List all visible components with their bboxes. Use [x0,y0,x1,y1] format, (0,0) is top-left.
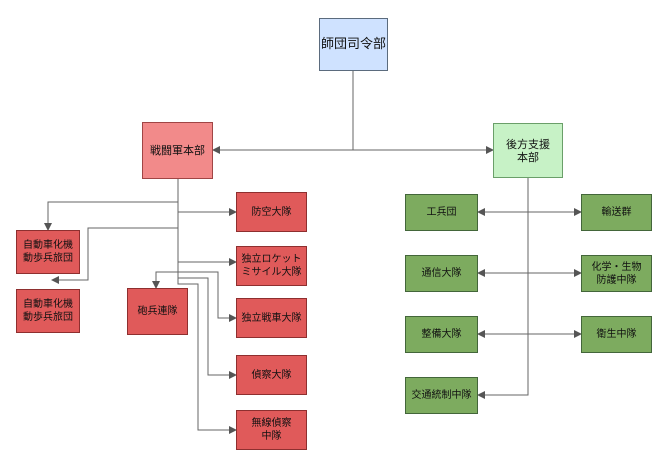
node-mech-inf-brigade-1: 自動車化機 動歩兵旅団 [16,230,80,274]
node-mech-inf-brigade-2: 自動車化機 動歩兵旅団 [16,289,80,333]
node-tank-battalion: 独立戦車大隊 [236,298,307,338]
node-artillery-regiment: 砲兵連隊 [127,288,188,335]
node-recon-battalion: 偵察大隊 [236,355,307,395]
connector-combat-to-missile [177,228,237,266]
node-medical-company: 衛生中隊 [581,316,652,353]
connector-combat-trunk [44,179,179,231]
node-radio-recon-company: 無線偵察 中隊 [236,410,307,450]
node-combat-hq: 戦闘軍本部 [142,122,213,179]
node-maintenance-battalion: 整備大隊 [405,316,478,353]
connector-combat-to-airdef [177,202,237,216]
connector-combat-to-radio-recon [177,278,237,434]
node-air-defense-battalion: 防空大隊 [236,192,307,232]
node-cbrn-company: 化学・生物 防護中隊 [581,255,652,292]
connector-combat-to-mech2 [51,212,179,284]
node-transport-group: 輸送群 [581,194,652,231]
connector-support-trunk [477,178,529,399]
node-division-hq: 師団司令部 [319,18,388,71]
connector-combat-to-artillery [152,262,179,289]
node-rocket-missile-battalion: 独立ロケット ミサイル大隊 [236,246,307,286]
connector-combat-to-tank [178,271,237,322]
node-engineer-group: 工兵団 [405,194,478,231]
node-traffic-control-company: 交通統制中隊 [405,377,478,414]
node-signal-battalion: 通信大隊 [405,255,478,292]
node-support-hq: 後方支援 本部 [493,123,563,178]
connector-combat-to-recon [177,272,237,379]
